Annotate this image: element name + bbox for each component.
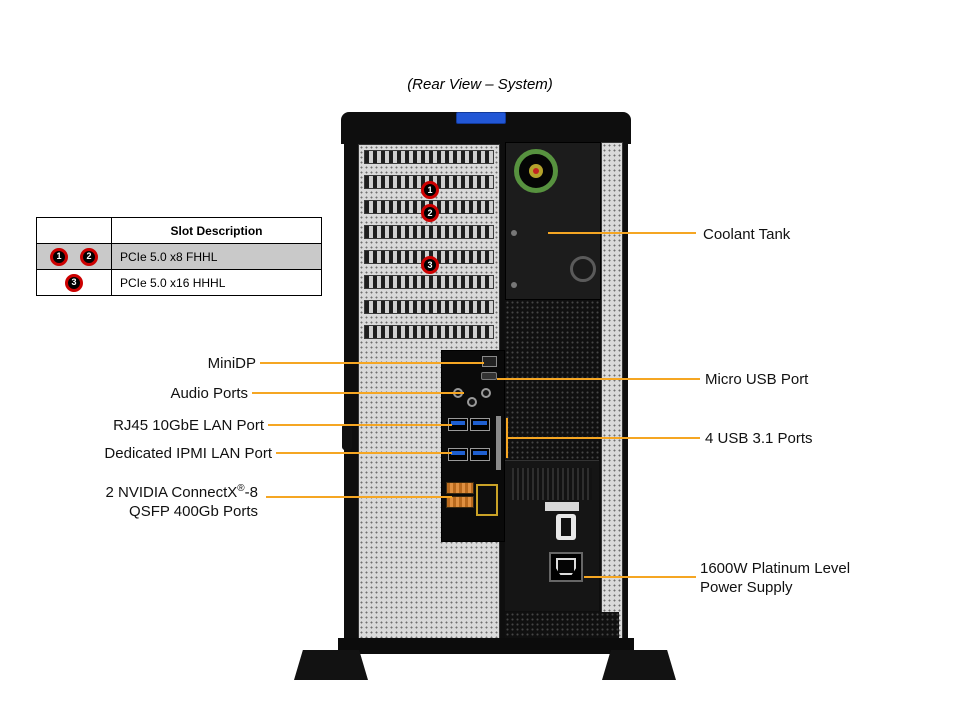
audio-jack: [481, 388, 491, 398]
table-header-row: Slot Description: [37, 218, 321, 244]
panel-screw: [511, 282, 517, 288]
psu-line2: Power Supply: [700, 579, 793, 596]
leader-rj45: [268, 424, 452, 426]
coolant-drain-port: [570, 256, 596, 282]
qsfp-line1-suffix: -8: [244, 484, 258, 501]
slot-badge-2: 2: [80, 247, 98, 266]
leader-micro-usb: [497, 378, 700, 380]
pcie-slot: [364, 225, 494, 239]
power-switch-rocker: [561, 518, 571, 536]
leader-usb31: [506, 437, 700, 439]
leader-minidp: [260, 362, 484, 364]
usb-port: [470, 418, 490, 431]
callout-ipmi-lan: Dedicated IPMI LAN Port: [104, 445, 272, 462]
qsfp-port: [446, 496, 474, 508]
bottom-vent-right: [505, 612, 619, 638]
pcie-slot: [364, 275, 494, 289]
slot-badge-1: 1: [50, 247, 68, 266]
panel-screw: [511, 230, 517, 236]
side-latch: [342, 424, 352, 450]
callout-rj45-lan: RJ45 10GbE LAN Port: [113, 417, 264, 434]
table-badge-cell: 3: [37, 270, 112, 295]
usb-tongue: [451, 451, 465, 455]
pcie-slot: [364, 325, 494, 339]
table-row: 1 2 PCIe 5.0 x8 FHHL: [37, 244, 321, 270]
slot-description-table: Slot Description 1 2 PCIe 5.0 x8 FHHL 3 …: [36, 217, 322, 296]
psu-vent: [512, 468, 592, 500]
diagram-title: (Rear View – System): [407, 76, 553, 93]
leader-qsfp: [266, 496, 452, 498]
usb-bracket: [496, 416, 501, 470]
psu-line1: 1600W Platinum Level: [700, 560, 851, 577]
chassis-bottom-band: [338, 638, 634, 654]
leader-ipmi: [276, 452, 452, 454]
slot-desc-2: PCIe 5.0 x16 HHHL: [120, 275, 226, 290]
chassis-foot: [602, 650, 676, 680]
table-badge-cell: 1 2: [37, 244, 112, 269]
chassis-marker-3: 3: [421, 256, 439, 274]
callout-audio-ports: Audio Ports: [170, 385, 248, 402]
usb-tongue: [473, 421, 487, 425]
callout-coolant-tank: Coolant Tank: [703, 226, 791, 243]
power-inlet-socket: [556, 558, 576, 575]
callout-power-supply: 1600W Platinum Level Power Supply: [700, 559, 850, 597]
rear-vent-strip: [601, 142, 623, 640]
usb-tongue: [473, 451, 487, 455]
mid-vent-dark: [505, 300, 599, 460]
chassis-latch: [456, 112, 506, 124]
qsfp-port: [446, 482, 474, 494]
audio-jack: [467, 397, 477, 407]
slot-badge-3: 3: [65, 273, 83, 292]
callout-usb31: 4 USB 3.1 Ports: [705, 430, 813, 447]
callout-qsfp-ports: 2 NVIDIA ConnectX®-8 QSFP 400Gb Ports: [40, 479, 258, 521]
usb-port: [448, 448, 468, 461]
usb-tongue: [451, 421, 465, 425]
chassis-marker-2: 2: [421, 204, 439, 222]
coolant-cap-dot: [533, 168, 539, 174]
table-header-label: Slot Description: [170, 223, 263, 238]
qsfp-line2: QSFP 400Gb Ports: [129, 503, 258, 520]
psu-label: [545, 502, 579, 511]
table-row: 3 PCIe 5.0 x16 HHHL: [37, 270, 321, 295]
minidp-port: [482, 356, 497, 367]
registered-mark: ®: [237, 483, 245, 494]
callout-minidp: MiniDP: [207, 355, 256, 372]
leader-coolant-tank: [548, 232, 696, 234]
usb-port: [470, 448, 490, 461]
qsfp-line1-prefix: 2 NVIDIA ConnectX: [105, 484, 238, 501]
pcie-slot: [364, 300, 494, 314]
lan-port: [476, 484, 498, 516]
slot-desc-1: PCIe 5.0 x8 FHHL: [120, 249, 218, 264]
callout-micro-usb: Micro USB Port: [705, 371, 809, 388]
micro-usb-port: [481, 372, 497, 380]
leader-psu: [584, 576, 696, 578]
chassis-foot: [294, 650, 368, 680]
table-header-badge-cell: [37, 218, 112, 243]
pcie-slot: [364, 150, 494, 164]
chassis-marker-1: 1: [421, 181, 439, 199]
coolant-fill-cap: [514, 149, 558, 193]
leader-audio: [252, 392, 464, 394]
